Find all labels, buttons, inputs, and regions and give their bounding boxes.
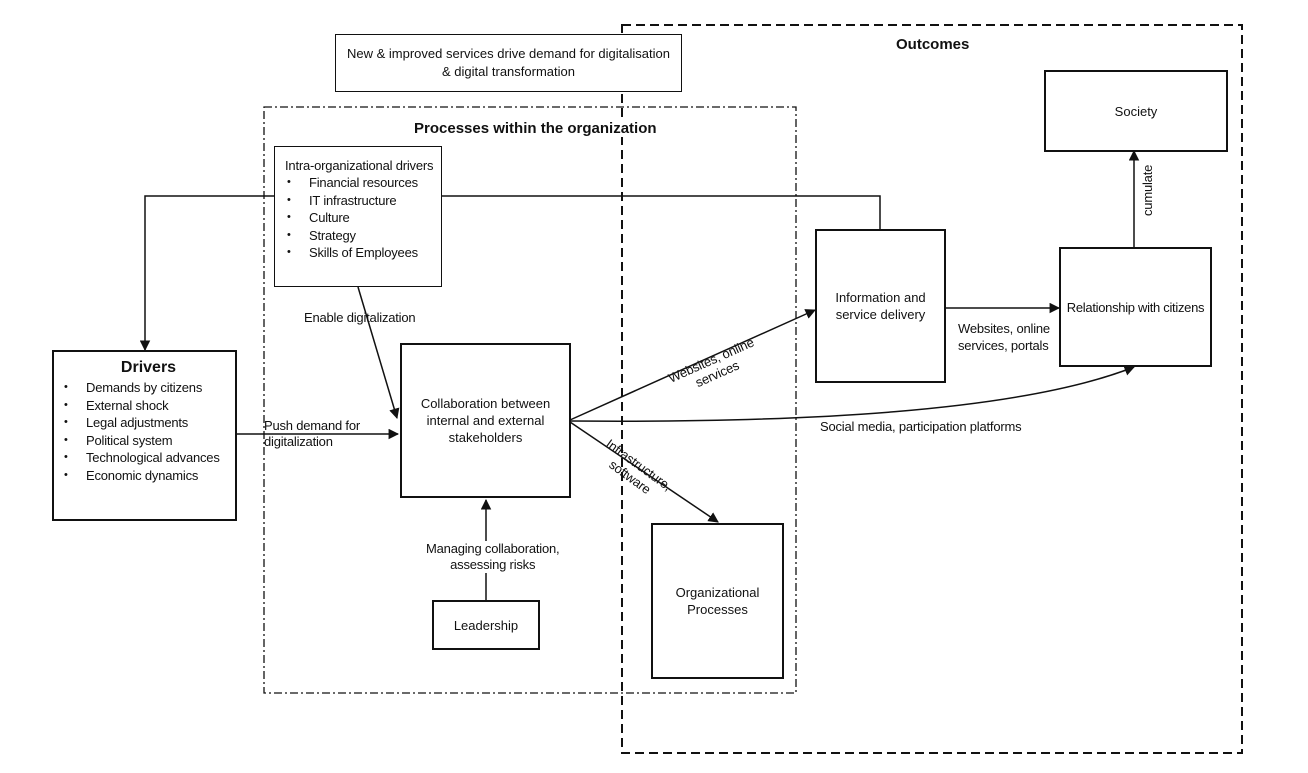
- banner-box: New & improved services drive demand for…: [335, 34, 682, 92]
- society-label: Society: [1114, 103, 1158, 119]
- managing-label: Managing collaboration, assessing risks: [426, 541, 560, 573]
- driver-item: Technological advances: [62, 449, 235, 467]
- relationship-label: Relationship with citizens: [1066, 299, 1205, 315]
- driver-item: Political system: [62, 432, 235, 450]
- driver-item: Legal adjustments: [62, 414, 235, 432]
- outcomes-frame: [621, 24, 1243, 754]
- infrastructure-connector: [569, 421, 719, 523]
- collaboration-line-3: stakeholders: [448, 430, 523, 445]
- intra-driver-item: Strategy: [285, 227, 441, 245]
- intra-driver-item: IT infrastructure: [285, 192, 441, 210]
- relationship-box: Relationship with citizens: [1059, 247, 1212, 367]
- processes-frame: [263, 106, 797, 694]
- leadership-label: Leadership: [453, 617, 519, 633]
- leadership-box: Leadership: [432, 600, 540, 650]
- websites-connector: [569, 309, 816, 421]
- cumulate-label: cumulate: [1140, 164, 1155, 216]
- driver-item: Demands by citizens: [62, 379, 235, 397]
- intra-driver-item: Culture: [285, 209, 441, 227]
- collaboration-box: Collaboration between internal and exter…: [400, 343, 571, 498]
- info-delivery-box: Information and service delivery: [815, 229, 946, 383]
- managing-label-line-2: assessing risks: [450, 557, 536, 572]
- portals-label: Websites, online services, portals: [958, 320, 1050, 354]
- portals-label-line-1: Websites, online: [958, 321, 1050, 336]
- org-processes-line-2: Processes: [687, 602, 748, 617]
- intra-drivers-list: Financial resources IT infrastructure Cu…: [285, 174, 441, 262]
- info-delivery-line-2: service delivery: [835, 307, 926, 322]
- drivers-box: Drivers Demands by citizens External sho…: [52, 350, 237, 521]
- driver-item: Economic dynamics: [62, 467, 235, 485]
- society-box: Society: [1044, 70, 1228, 152]
- managing-label-line-1: Managing collaboration,: [426, 541, 560, 556]
- banner-line-1: New & improved services drive demand for…: [347, 46, 670, 61]
- processes-title: Processes within the organization: [414, 120, 657, 137]
- intra-driver-item: Skills of Employees: [285, 244, 441, 262]
- enable-label: Enable digitalization: [304, 310, 416, 325]
- enable-connector: [357, 286, 400, 420]
- drivers-title: Drivers: [120, 359, 177, 376]
- push-label-line-1: Push demand for: [264, 418, 361, 433]
- driver-item: External shock: [62, 397, 235, 415]
- push-label-line-2: digitalization: [264, 434, 333, 449]
- intra-drivers-box: Intra-organizational drivers Financial r…: [274, 146, 442, 287]
- org-processes-box: Organizational Processes: [651, 523, 784, 679]
- collaboration-line-2: internal and external: [426, 413, 545, 428]
- info-delivery-line-1: Information and: [835, 290, 926, 305]
- social-media-connector: [569, 365, 1135, 422]
- org-processes-line-1: Organizational: [675, 585, 760, 600]
- push-label: Push demand for digitalization: [264, 418, 360, 450]
- portals-label-line-2: services, portals: [958, 338, 1049, 353]
- intra-driver-item: Financial resources: [285, 174, 441, 192]
- banner-line-2: & digital transformation: [442, 64, 575, 79]
- social-media-label: Social media, participation platforms: [820, 419, 1022, 434]
- intra-drivers-title: Intra-organizational drivers: [285, 158, 434, 173]
- outcomes-title: Outcomes: [896, 36, 970, 53]
- drivers-list: Demands by citizens External shock Legal…: [62, 379, 235, 484]
- feedback-connector: [139, 195, 881, 352]
- collaboration-line-1: Collaboration between: [420, 396, 551, 411]
